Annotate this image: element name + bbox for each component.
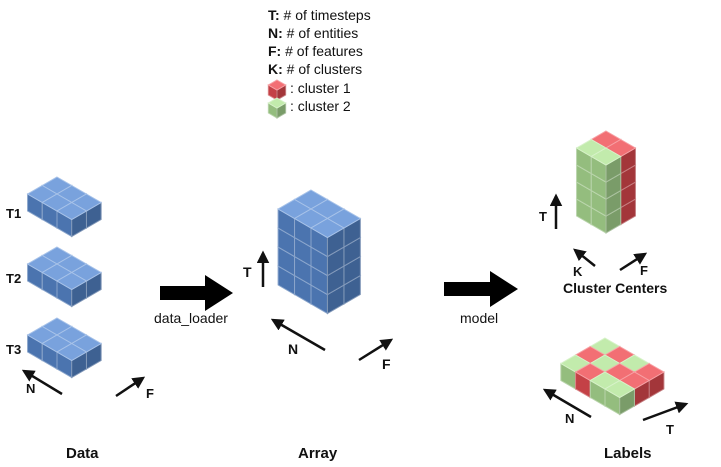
array-panel: T N F Array (243, 189, 394, 462)
data-loader-arrow-icon (160, 275, 233, 311)
centers-f-axis-arrow (619, 252, 648, 272)
cluster-centers-cubes (575, 130, 637, 234)
slice-label-t3: T3 (6, 342, 21, 357)
labels-t-label: T (666, 422, 674, 437)
data-panel: T1 T2 T3 N F Data (6, 176, 154, 462)
legend-clusters: K: # of clusters (268, 61, 362, 77)
cube-top-face (56, 271, 88, 291)
labels-n-axis-arrow (542, 388, 592, 419)
data-slices (26, 176, 103, 379)
labels-n-label: N (565, 411, 574, 426)
cube-top-face (56, 201, 88, 221)
data-n-label: N (26, 381, 35, 396)
labels-caption: Labels (604, 445, 652, 462)
centers-t-label: T (539, 209, 547, 224)
centers-f-label: F (640, 263, 648, 278)
data-loader-label: data_loader (154, 310, 228, 326)
cube-top-face (604, 379, 636, 399)
cluster-1-swatch-icon (267, 79, 287, 101)
labels-panel: N T Labels (542, 337, 689, 462)
array-n-label: N (288, 341, 298, 357)
array-caption: Array (298, 445, 338, 462)
centers-k-axis-arrow (573, 248, 596, 267)
model-label: model (460, 310, 498, 326)
legend-entities: N: # of entities (268, 25, 358, 41)
cluster-2-swatch-icon (267, 97, 287, 119)
cube-top-face (267, 79, 287, 91)
legend-cluster-1: : cluster 1 (290, 80, 351, 96)
array-cube (277, 189, 362, 315)
legend-cluster-2: : cluster 2 (290, 98, 351, 114)
legend-features: F: # of features (268, 43, 363, 59)
legend-timesteps: T: # of timesteps (268, 7, 371, 23)
labels-cubes (559, 337, 665, 416)
data-f-axis-arrow (115, 376, 146, 398)
data-loader-arrow: data_loader (154, 275, 233, 326)
array-t-label: T (243, 264, 252, 280)
centers-k-label: K (573, 264, 583, 279)
cluster-centers-panel: T K F Cluster Centers (539, 130, 667, 296)
cube-top-face (267, 97, 287, 109)
cube-top-face (590, 147, 622, 166)
data-n-axis-arrow (21, 369, 63, 396)
labels-t-axis-arrow (642, 401, 689, 422)
model-arrow: model (444, 271, 518, 326)
model-arrow-icon (444, 271, 518, 307)
legend: T: # of timesteps N: # of entities F: # … (267, 7, 371, 119)
cube-top-face (56, 342, 88, 362)
slice-label-t1: T1 (6, 206, 21, 221)
data-f-label: F (146, 386, 154, 401)
data-caption: Data (66, 445, 99, 462)
slice-label-t2: T2 (6, 271, 21, 286)
cube-top-face (310, 217, 345, 239)
array-f-axis-arrow (358, 338, 394, 362)
array-n-axis-arrow (270, 318, 326, 352)
cluster-centers-caption: Cluster Centers (563, 280, 667, 296)
array-f-label: F (382, 356, 391, 372)
